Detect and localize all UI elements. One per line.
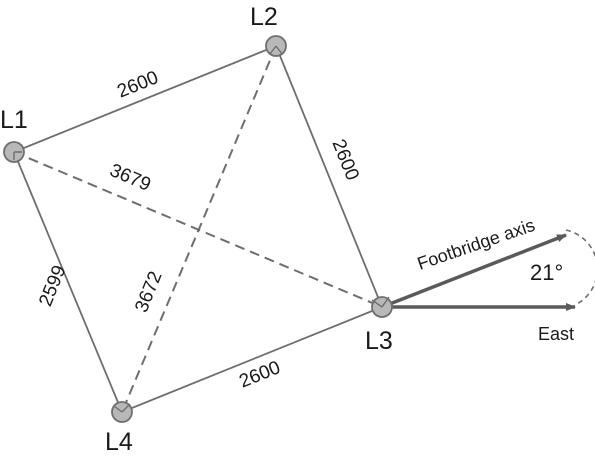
diagonal-l2-l4	[121, 45, 277, 413]
angle-label: 21°	[530, 260, 563, 285]
point-label-l1: L1	[0, 106, 28, 134]
footbridge-axis-label: Footbridge axis	[415, 215, 538, 274]
side-l3-l4	[121, 306, 383, 413]
footbridge-axis-arrow	[381, 233, 567, 309]
point-l1	[3, 141, 25, 163]
side-l1-l4	[13, 151, 123, 413]
point-l3	[371, 296, 393, 318]
diagonal-label-l1-l3: 3679	[107, 160, 154, 196]
point-label-l3: L3	[365, 327, 393, 355]
point-label-l4: L4	[105, 428, 133, 456]
east-label: East	[538, 324, 574, 344]
angle-arc	[565, 229, 595, 306]
diagonal-label-l2-l4: 3672	[131, 268, 166, 315]
side-l1-l2	[13, 45, 277, 153]
side-label-l2-l3: 2600	[327, 136, 362, 183]
point-label-l2: L2	[250, 3, 278, 31]
side-l2-l3	[275, 45, 383, 308]
side-label-l1-l2: 2600	[114, 67, 161, 102]
point-l4	[111, 401, 133, 423]
side-label-l1-l4: 2599	[35, 262, 70, 309]
point-l2	[265, 35, 287, 57]
